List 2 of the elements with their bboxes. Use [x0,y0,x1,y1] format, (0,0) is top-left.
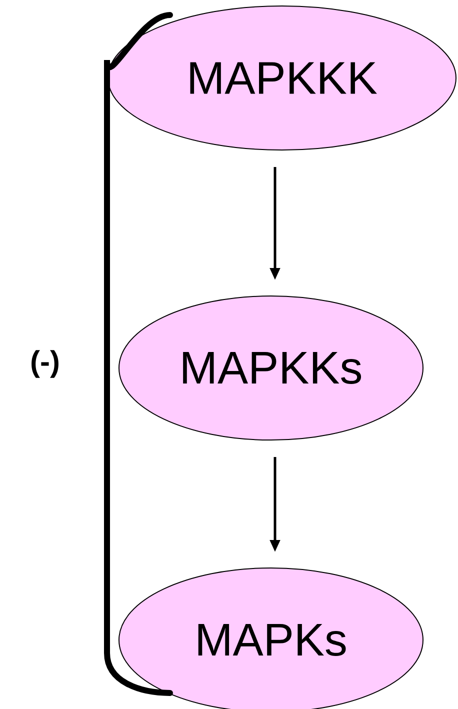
edge-label: (-) [32,350,58,378]
feedback-bracket [104,12,173,696]
